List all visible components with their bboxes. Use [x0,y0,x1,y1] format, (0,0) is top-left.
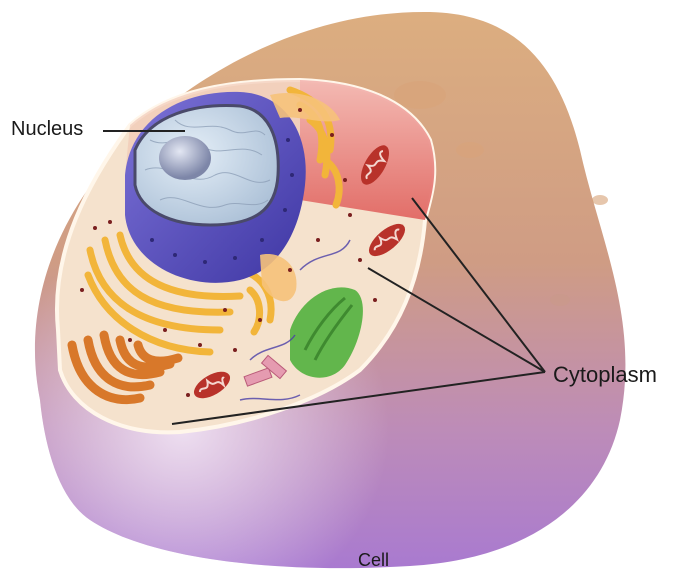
leader-lines [103,130,546,425]
centriole [243,354,288,387]
cell-label: Cell [358,550,390,570]
er-lobes [260,92,340,302]
cytoskeleton [239,239,351,401]
nucleus-label: Nucleus [11,118,84,140]
cytoplasm-leader-line-1 [411,197,546,373]
green-organelle [290,287,363,378]
ribosomes [80,108,377,397]
nucleus [125,91,306,283]
golgi-apparatus [67,330,183,405]
cytoplasm-leader-line-3 [171,371,546,425]
mitochondria [193,145,406,399]
cytoplasm-label: Cytoplasm [553,362,657,387]
nucleolus [159,136,211,180]
cytoplasm-leader-line-2 [367,267,546,373]
